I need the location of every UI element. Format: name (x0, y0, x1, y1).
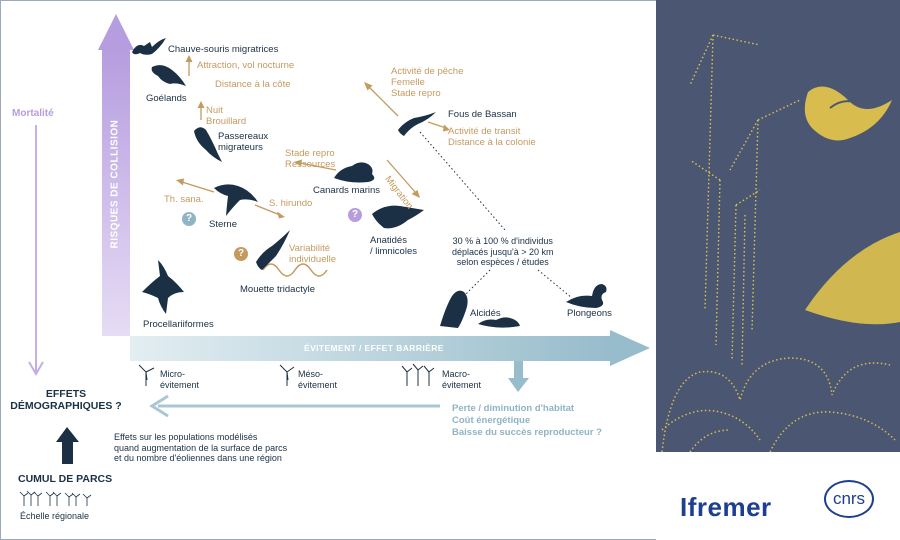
turbine-icons (19, 363, 435, 506)
collision-risk-arrow (98, 14, 134, 336)
cumulative-title: CUMUL DE PARCS (18, 473, 113, 485)
gannet-icon (398, 112, 436, 136)
micro-avoidance-label: Micro- évitement (160, 369, 200, 390)
cumulative-arrow (56, 427, 79, 464)
logo-area: Ifremer cnrs (656, 452, 900, 540)
question-mark-anatids: ? (348, 208, 362, 222)
collision-risk-label: RISQUES DE COLLISION (109, 119, 121, 249)
turbine-icon-regional (19, 490, 92, 506)
auk-swimming-icon (478, 317, 520, 328)
cnrs-logo: cnrs (824, 480, 874, 518)
mortality-label: Mortalité (12, 108, 54, 119)
bat-icon (132, 38, 166, 55)
factor-attraction: Attraction, vol nocturne (197, 60, 295, 71)
habitat-to-demographic-arrow (149, 394, 440, 418)
turbine-icon-micro (138, 364, 155, 386)
factor-fishing: Activité de pêche Femelle Stade repro (391, 66, 464, 99)
habitat-consequences-text: Perte / diminution d'habitat Coût énergé… (452, 403, 602, 438)
factor-transit: Activité de transit Distance à la coloni… (448, 126, 536, 148)
mortality-arrow (28, 125, 44, 376)
species-tern: Sterne (209, 219, 237, 230)
macro-avoidance-label: Macro- évitement (442, 369, 482, 390)
sea-duck-icon (334, 162, 375, 183)
factor-variability: Variabilité individuelle (289, 243, 337, 265)
species-bats: Chauve-souris migratrices (168, 44, 279, 55)
factor-th-sana: Th. sana. (164, 194, 204, 205)
species-passerines: Passereaux migrateurs (218, 131, 269, 153)
procellariiform-icon (142, 260, 184, 314)
question-mark-kittiwake: ? (234, 247, 248, 261)
regional-scale-label: Échelle régionale (20, 511, 90, 521)
auk-icon (440, 290, 468, 328)
species-gannet: Fous de Bassan (448, 109, 517, 120)
question-mark-tern: ? (182, 212, 196, 226)
ifremer-logo: Ifremer (680, 492, 772, 522)
factor-s-hirundo: S. hirundo (269, 198, 313, 209)
factor-night-fog: Nuit Brouillard (206, 105, 247, 127)
gull-icon (151, 65, 186, 86)
decorative-panel (656, 0, 900, 453)
species-sea-ducks: Canards marins (313, 185, 381, 196)
species-gulls: Goélands (146, 93, 187, 104)
passerine-icon (194, 127, 222, 162)
species-auks: Alcidés (470, 308, 501, 319)
species-divers: Plongeons (567, 308, 612, 319)
factor-coast-distance: Distance à la côte (215, 79, 291, 90)
avoidance-barrier-label: ÉVITEMENT / EFFET BARRIÈRE (304, 343, 444, 353)
turbine-icon-macro (401, 363, 435, 386)
kittiwake-icon (256, 230, 290, 270)
meso-avoidance-label: Méso- évitement (298, 369, 338, 390)
diver-icon (566, 284, 607, 308)
tern-icon (214, 184, 258, 216)
bird-silhouettes (132, 38, 607, 328)
species-kittiwake: Mouette tridactyle (240, 284, 315, 295)
factor-breeding-resources: Stade repro Ressources (285, 148, 336, 170)
displacement-text: 30 % à 100 % d'individus déplacés jusqu'… (452, 236, 554, 267)
anatid-icon (372, 205, 424, 229)
avoidance-down-arrow (508, 361, 529, 392)
dotted-links (419, 131, 573, 299)
species-anatids: Anatidés / limnicoles (370, 235, 417, 257)
turbine-icon-meso (279, 364, 295, 386)
demographic-effects-label: EFFETS DÉMOGRAPHIQUES ? (10, 388, 122, 412)
population-effects-text: Effets sur les populations modélisés qua… (114, 432, 288, 463)
factor-arrows (176, 55, 450, 219)
variability-wave (262, 263, 328, 277)
species-procellariiformes: Procellariiformes (143, 319, 214, 330)
avoidance-arrow (130, 330, 650, 366)
